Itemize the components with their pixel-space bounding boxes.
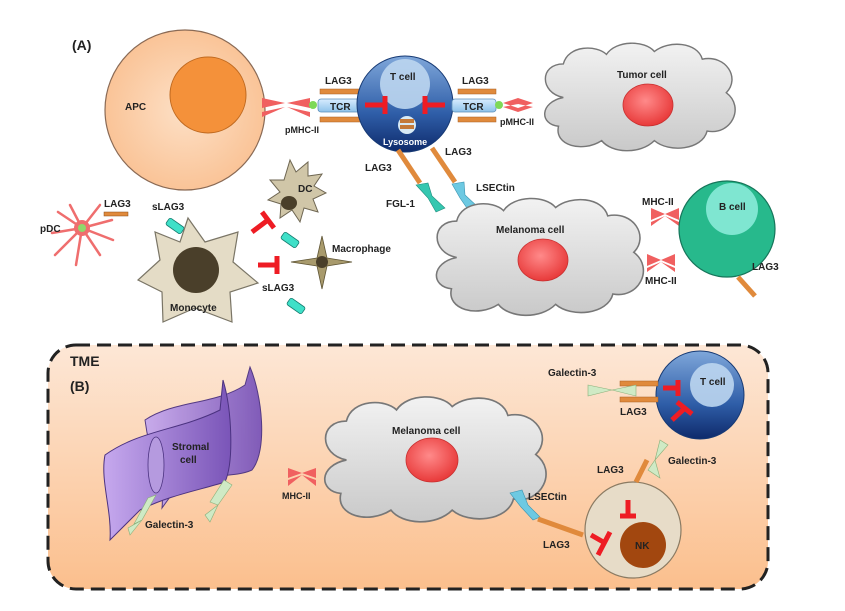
nk-cell: NK LAG3: [584, 458, 682, 579]
galectin3-tcell-nk: Galectin-3: [647, 439, 717, 479]
inhibit-icon: [422, 96, 445, 114]
dc-cell: DC: [266, 158, 328, 224]
galectin3-tcell-bottom-label: Galectin-3: [668, 456, 717, 467]
lag3-tcell-b-label: LAG3: [620, 407, 647, 418]
macrophage-cell: Macrophage: [290, 235, 391, 290]
t-cell-b-label: T cell: [700, 377, 726, 388]
slag3-top-label: sLAG3: [152, 202, 185, 213]
lag3-nk-left-label: LAG3: [543, 540, 570, 551]
melanoma-cell-b: Melanoma cell: [323, 396, 547, 523]
lsectin-lag3-nk: LSECtin LAG3: [509, 489, 584, 551]
b-cell-label: B cell: [719, 202, 746, 213]
melanoma-label-a: Melanoma cell: [496, 225, 565, 236]
lag3-left-label: LAG3: [325, 76, 352, 87]
pmhc-right-label: pMHC-II: [500, 117, 534, 127]
t-cell-b: T cell Galectin-3 LAG3: [548, 350, 745, 440]
inhibit-icon: [258, 256, 280, 274]
t-cell-a: T cell Lysosome: [356, 55, 454, 153]
pmhc-ii-left: pMHC-II: [262, 98, 319, 135]
stromal-label-1: Stromal: [172, 442, 209, 453]
lag3-b-label: LAG3: [752, 262, 779, 273]
mhc-ii-b: MHC-II: [282, 468, 316, 501]
tcr-right-label: TCR: [463, 102, 484, 113]
melanoma-label-b: Melanoma cell: [392, 426, 461, 437]
inhibit-icon: [670, 400, 694, 422]
melanoma-cell-a: Melanoma cell: [435, 197, 645, 317]
lag3-right-label: LAG3: [462, 76, 489, 87]
macrophage-label: Macrophage: [332, 244, 391, 255]
pdc-cell: LAG3 pDC: [40, 199, 131, 267]
lysosome-label: Lysosome: [383, 137, 427, 147]
lag3-pdc-label: LAG3: [104, 199, 131, 210]
apc-cell: APC: [104, 29, 266, 191]
lsectin-b-label: LSECtin: [528, 492, 567, 503]
tcr-left-label: TCR: [330, 102, 351, 113]
galectin3-tcell-left-label: Galectin-3: [548, 368, 597, 379]
lsectin-label: LSECtin: [476, 183, 515, 194]
b-cell: B cell LAG3: [678, 180, 779, 298]
panel-a-label: (A): [72, 37, 91, 53]
lag3-lsectin-label: LAG3: [445, 147, 472, 158]
pdc-label: pDC: [40, 224, 61, 235]
nk-label: NK: [635, 541, 650, 552]
galectin3-stromal-label: Galectin-3: [145, 520, 194, 531]
mhc-b-bottom-label: MHC-II: [645, 276, 677, 287]
slag3-bottom-label: sLAG3: [262, 283, 295, 294]
apc-label: APC: [125, 102, 146, 113]
tumor-cell-label: Tumor cell: [617, 70, 667, 81]
lag3-nk-top-label: LAG3: [597, 465, 624, 476]
dc-label: DC: [298, 184, 312, 195]
tumor-cell: Tumor cell: [543, 42, 736, 152]
slag3-molecules: sLAG3 sLAG3: [152, 202, 306, 315]
stromal-cell: Stromal cell Galectin-3: [103, 365, 263, 542]
lag3-fgl1-lsectin: LAG3 LAG3 FGL-1 LSECtin: [365, 146, 515, 213]
inhibit-icon: [250, 210, 276, 234]
tcr-lag3-left: LAG3 TCR: [317, 76, 363, 123]
lag3-fgl-label: LAG3: [365, 163, 392, 174]
mhc-ii-b-cell: MHC-II MHC-II: [642, 197, 679, 287]
stromal-label-2: cell: [180, 455, 197, 466]
fgl1-label: FGL-1: [386, 199, 415, 210]
inhibit-icon: [663, 380, 681, 396]
mhc-b-label: MHC-II: [282, 491, 311, 501]
pmhc-left-label: pMHC-II: [285, 125, 319, 135]
monocyte-cell: Monocyte: [136, 216, 260, 323]
monocyte-label: Monocyte: [170, 303, 217, 314]
tcr-lag3-right: LAG3 TCR pMHC-II: [451, 76, 534, 127]
tme-label: TME: [70, 353, 100, 369]
t-cell-label: T cell: [390, 72, 416, 83]
inhibit-icon: [365, 96, 388, 114]
inhibit-icon: [620, 500, 636, 519]
panel-b-label: (B): [70, 378, 89, 394]
mhc-b-top-label: MHC-II: [642, 197, 674, 208]
inhibit-icon: [589, 530, 613, 557]
